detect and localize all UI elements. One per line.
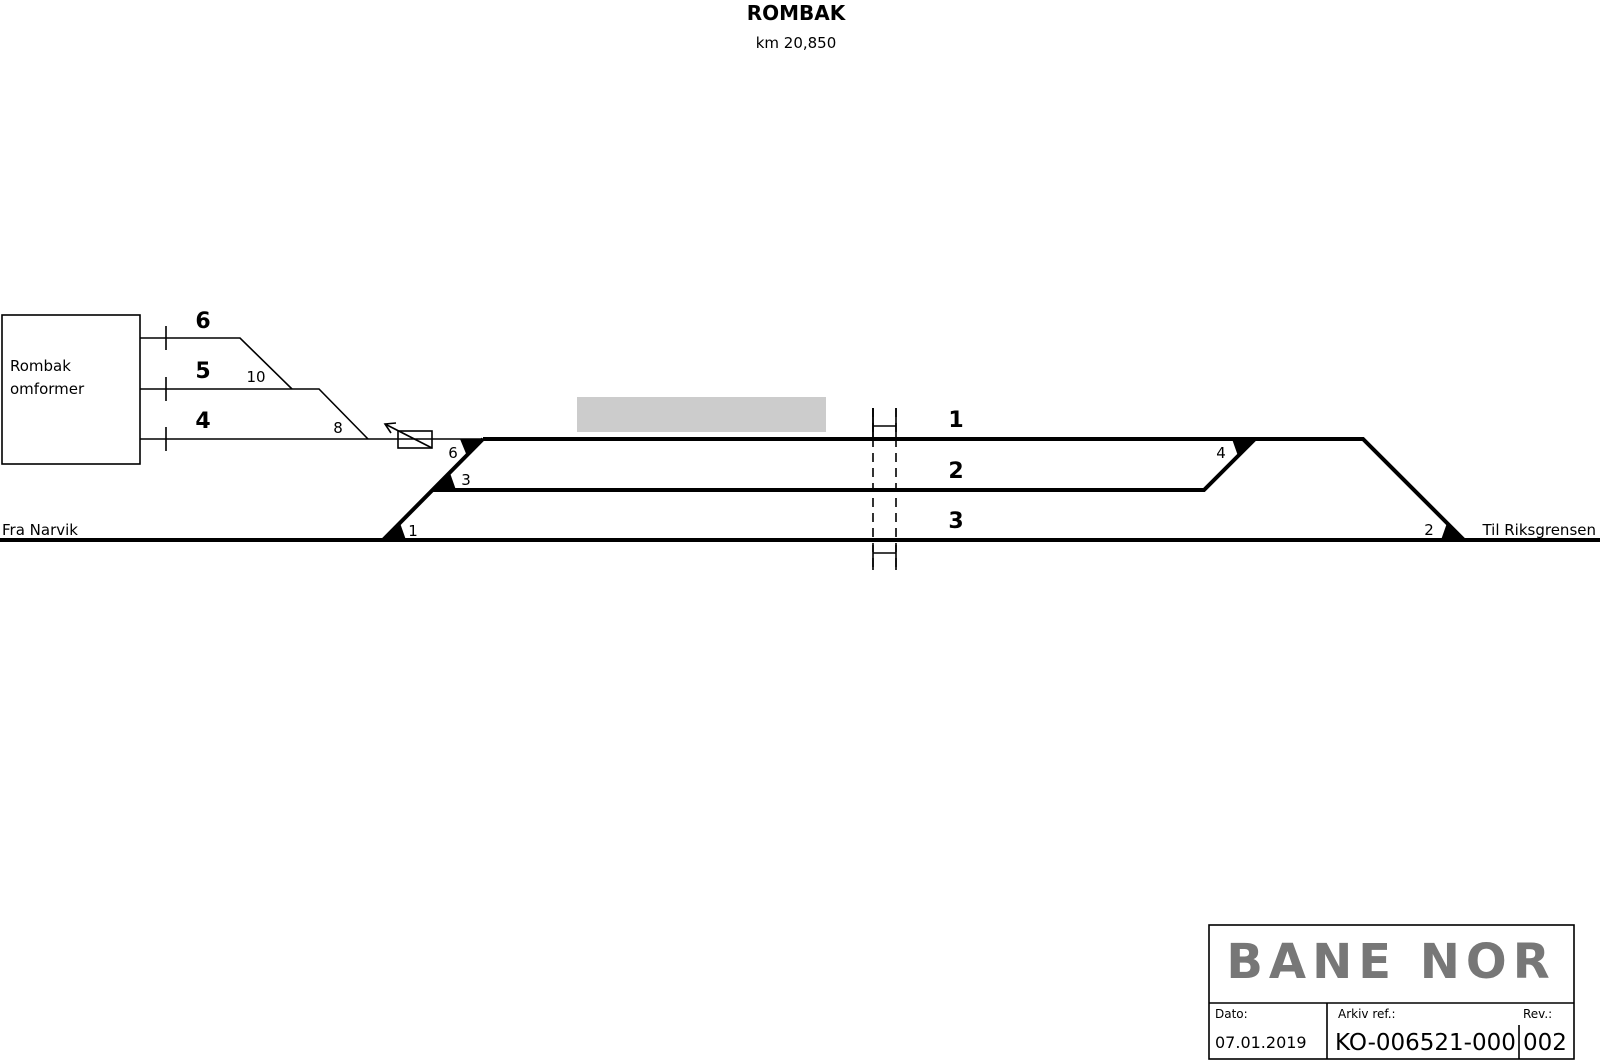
track-5 — [140, 388, 369, 440]
track-label-3: 3 — [948, 509, 963, 534]
building-label-1: Rombak — [10, 357, 71, 375]
date-label: Dato: — [1215, 1007, 1248, 1021]
building-label-2: omformer — [10, 380, 85, 398]
switch-label-10: 10 — [246, 368, 265, 386]
archive-label: Arkiv ref.: — [1338, 1007, 1396, 1021]
title-block — [1208, 924, 1575, 1060]
date-value: 07.01.2019 — [1215, 1033, 1307, 1052]
direction-from-narvik: Fra Narvik — [2, 521, 78, 539]
bane-nor-logo: BANE NOR — [1226, 934, 1555, 990]
rev-value: 002 — [1523, 1030, 1567, 1056]
switch-6-marker — [460, 439, 483, 456]
switch-label-3: 3 — [461, 471, 471, 489]
track-1 — [483, 437, 1466, 542]
derailer-box — [397, 430, 433, 449]
switch-label-6: 6 — [448, 444, 458, 462]
track-label-2: 2 — [948, 459, 963, 484]
track-2 — [433, 437, 1257, 492]
switch-2-marker — [1441, 523, 1464, 540]
track-label-1: 1 — [948, 408, 963, 433]
switch-label-1: 1 — [408, 522, 418, 540]
track-label-5: 5 — [195, 359, 210, 384]
crossing-caps — [872, 408, 897, 570]
arrow-head-icon — [383, 422, 397, 434]
switch-label-2: 2 — [1424, 521, 1434, 539]
switch-1-marker — [383, 523, 406, 540]
track-6 — [140, 337, 293, 390]
station-km: km 20,850 — [756, 34, 837, 52]
switch-label-8: 8 — [333, 419, 343, 437]
track-label-6: 6 — [195, 309, 210, 334]
connection-left — [381, 437, 485, 542]
switch-label-4: 4 — [1216, 444, 1226, 462]
archive-value: KO-006521-000 — [1335, 1030, 1516, 1056]
direction-to-riksgrensen: Til Riksgrensen — [1481, 521, 1596, 539]
switch-4-marker — [1232, 439, 1255, 456]
platform — [577, 397, 826, 432]
station-title: ROMBAK — [747, 1, 847, 25]
switch-3-marker — [433, 473, 456, 490]
derailer-arrow — [384, 423, 433, 449]
track-label-4: 4 — [195, 409, 210, 434]
rev-label: Rev.: — [1523, 1007, 1552, 1021]
